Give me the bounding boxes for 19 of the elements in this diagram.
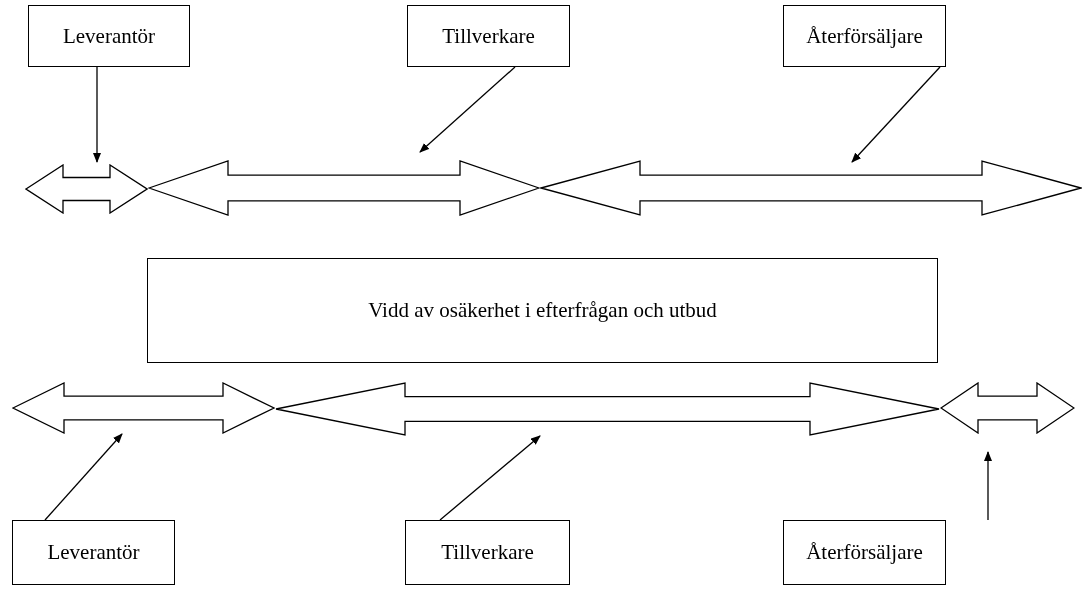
arrow [419, 66, 516, 153]
span-indicator [275, 382, 940, 436]
arrow [44, 433, 123, 521]
label-box: Återförsäljare [783, 520, 946, 585]
arrow [984, 451, 992, 521]
label-box: Leverantör [12, 520, 175, 585]
arrow [93, 66, 101, 163]
span-indicator [12, 382, 275, 434]
span-indicator [148, 160, 540, 216]
arrow [851, 66, 941, 163]
label-box: Återförsäljare [783, 5, 946, 67]
label-box: Vidd av osäkerhet i efterfrågan och utbud [147, 258, 938, 363]
span-indicator [25, 164, 148, 214]
span-indicator [540, 160, 1082, 216]
label-box: Tillverkare [407, 5, 570, 67]
label-box: Leverantör [28, 5, 190, 67]
span-indicator [940, 382, 1075, 434]
arrow [439, 435, 541, 521]
label-box: Tillverkare [405, 520, 570, 585]
